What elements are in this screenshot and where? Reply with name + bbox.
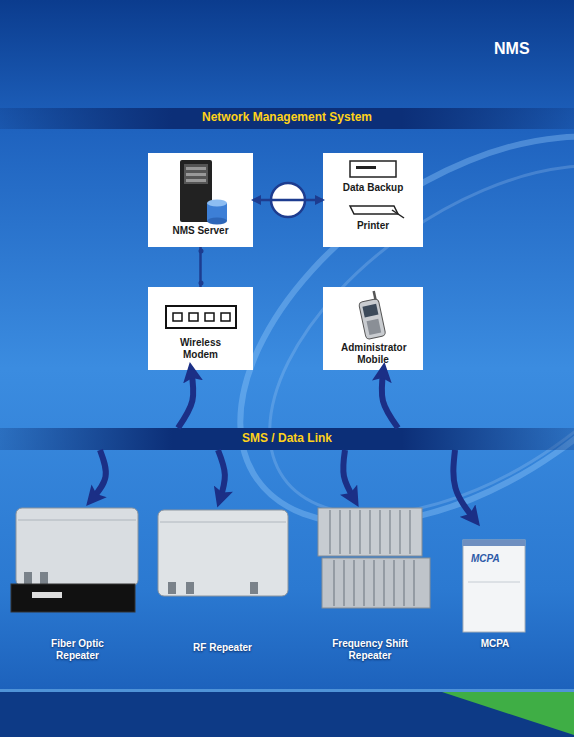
phone-body [358, 298, 385, 339]
link-dot [199, 281, 204, 286]
rack-unit [11, 584, 135, 612]
phone-screen [362, 304, 378, 318]
node-label: Printer [323, 220, 423, 232]
link-arrow [91, 450, 106, 500]
modem-port [173, 313, 182, 321]
server-panel [184, 164, 208, 184]
repeater-enclosure [158, 510, 288, 596]
title-text: Network Management System [0, 110, 574, 124]
link-arrow [382, 370, 398, 428]
finned-enclosure [318, 508, 422, 556]
cooling-fins [334, 560, 414, 606]
link-arrow [453, 450, 475, 520]
node-label: Frequency Shift Repeater [300, 638, 440, 661]
database-bottom [207, 218, 227, 225]
device-node: Frequency Shift Repeater [300, 500, 440, 660]
modem-port [189, 313, 198, 321]
finned-enclosure [322, 558, 430, 608]
drive-slot [186, 173, 206, 176]
link-dot [199, 249, 204, 254]
database-cylinder [207, 203, 227, 221]
printer-body [350, 206, 398, 214]
cabinet-seam [468, 582, 520, 583]
phone-antenna [372, 291, 376, 300]
green-wedge [442, 692, 574, 735]
node-label: Wireless Modem [148, 337, 253, 360]
drive-slot [186, 179, 206, 182]
backup-drive [350, 161, 396, 177]
link-band: SMS / Data Link [0, 428, 574, 450]
rf-connector [24, 572, 32, 584]
repeater-enclosure [16, 508, 138, 586]
rf-connector [168, 582, 176, 594]
sync-circle [271, 183, 305, 217]
printer-paper [392, 210, 404, 218]
enclosure-lid [160, 522, 286, 523]
mcpa-cabinet [463, 540, 525, 632]
link-arrow [343, 450, 354, 500]
rf-connector [40, 572, 48, 584]
modem-body [166, 306, 236, 328]
drive-slot [186, 167, 206, 170]
link-arrow [218, 450, 225, 500]
enclosure-lid [18, 520, 136, 521]
node-label: MCPA [450, 638, 540, 650]
footer-strip [0, 689, 574, 737]
server-tower [180, 160, 212, 222]
component-box: Wireless Modem [148, 287, 253, 370]
database-top [207, 200, 227, 207]
device-label: MCPA [471, 553, 500, 564]
node-label: Administrator Mobile [323, 342, 423, 365]
modem-port [221, 313, 230, 321]
cooling-fins [330, 510, 410, 554]
node-label: Fiber Optic Repeater [5, 638, 150, 661]
band-text: SMS / Data Link [0, 432, 574, 446]
corner-tag: NMS [494, 40, 530, 58]
cabinet-stripe [463, 540, 525, 546]
footer-line [0, 689, 574, 692]
component-box: NMS Server [148, 153, 253, 247]
link-arrow [178, 370, 193, 428]
modem-port [205, 313, 214, 321]
component-box: Data BackupPrinter [323, 153, 423, 247]
link-line [199, 247, 202, 287]
node-label: Data Backup [323, 182, 423, 194]
node-label: NMS Server [148, 225, 253, 237]
device-node: RF Repeater [150, 500, 295, 660]
device-node: Fiber Optic Repeater [5, 500, 150, 660]
phone-keys [367, 319, 382, 335]
icons [11, 160, 525, 632]
component-box: Administrator Mobile [323, 287, 423, 370]
link-arrow [253, 199, 323, 202]
mobile-phone [357, 290, 386, 339]
drive-slot [356, 166, 376, 169]
rack-label [32, 592, 62, 598]
rf-connector [186, 582, 194, 594]
title-band [0, 108, 574, 129]
swoosh-arc [209, 96, 574, 584]
node-label: RF Repeater [150, 642, 295, 654]
device-node: MCPA [450, 520, 540, 660]
rf-connector [250, 582, 258, 594]
